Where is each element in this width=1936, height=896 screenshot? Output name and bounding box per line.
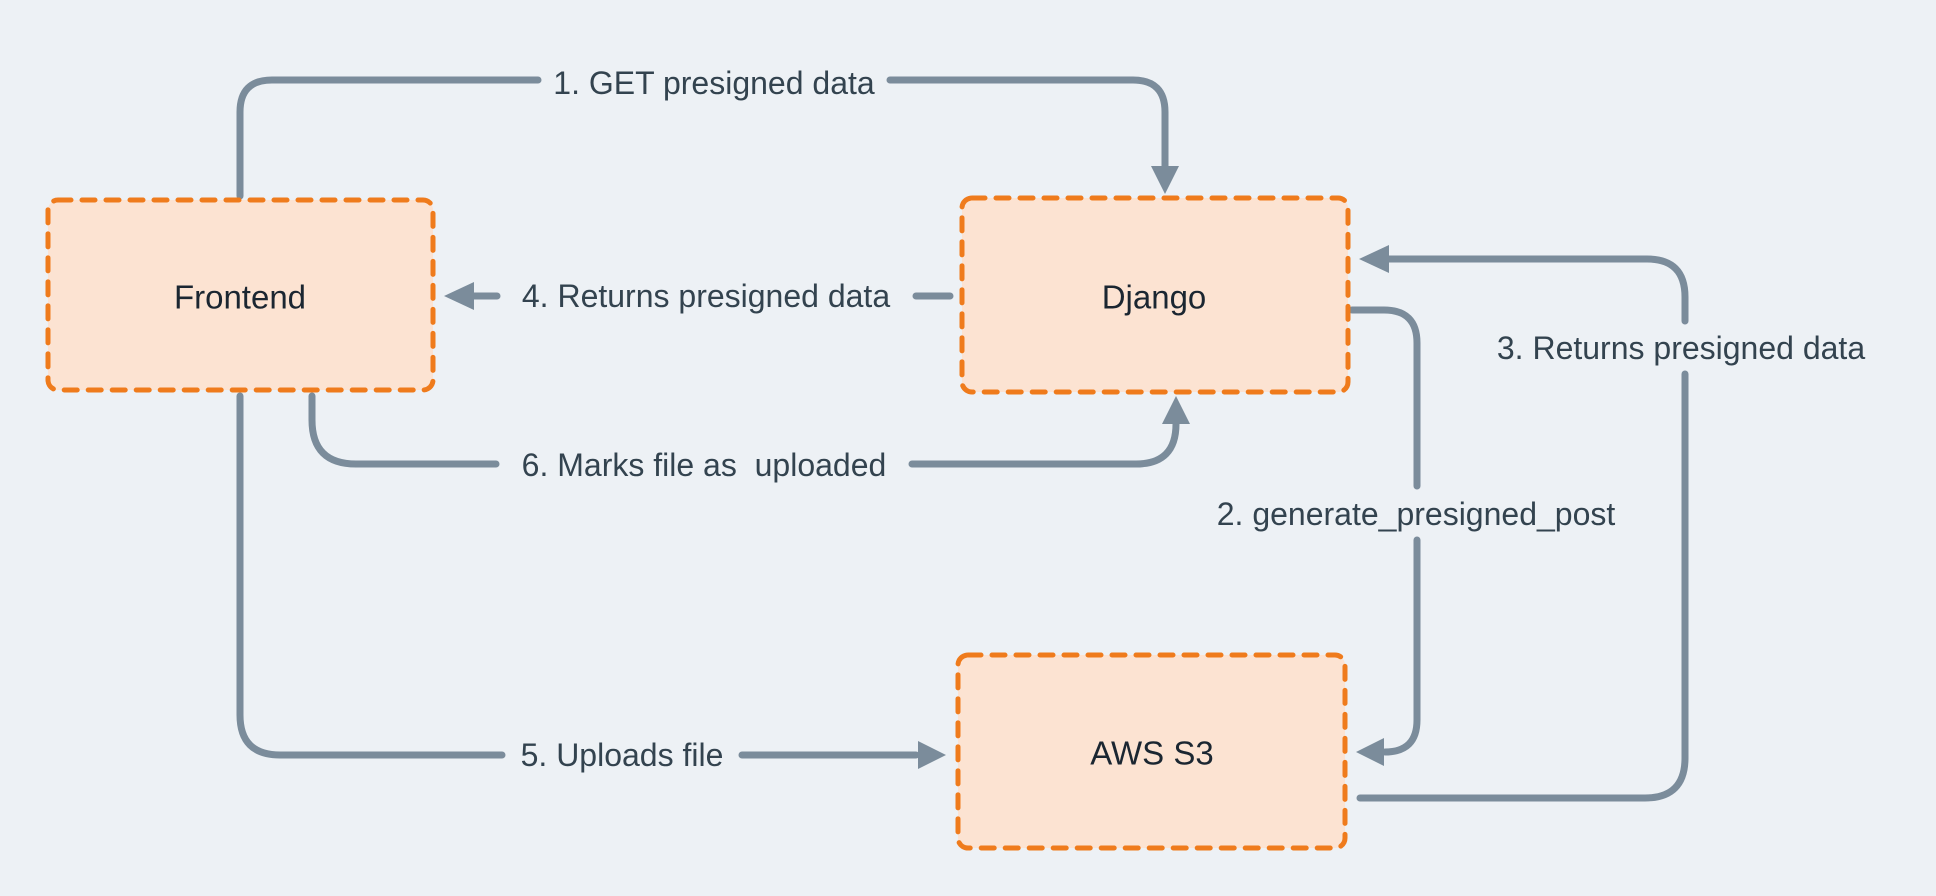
edge-step-3-segment-top <box>1384 255 1689 325</box>
edge-step-6-segment-left <box>308 392 500 468</box>
edge-step-3-label: 3. Returns presigned data <box>1497 330 1865 366</box>
edge-step-1-arrowhead-down-icon <box>1151 166 1179 194</box>
edge-step-2-label: 2. generate_presigned_post <box>1217 496 1616 532</box>
node-frontend-box <box>45 197 436 393</box>
edge-step-3-arrowhead-left-icon <box>1359 245 1389 273</box>
node-aws-s3-label: AWS S3 <box>1090 735 1213 772</box>
edge-step-6: 6. Marks file as uploaded <box>308 392 1190 483</box>
edge-step-5-arrowhead-right-icon <box>918 741 946 769</box>
node-frontend-label: Frontend <box>174 279 306 316</box>
node-frontend: Frontend <box>45 197 436 393</box>
edge-step-4-arrowhead-left-icon <box>444 282 474 310</box>
node-django: Django <box>959 195 1351 395</box>
edge-step-1: 1. GET presigned data <box>236 65 1179 200</box>
edge-step-2-segment-top <box>1348 306 1421 490</box>
node-aws-s3-box <box>955 652 1348 851</box>
edge-step-5-segment-left <box>236 392 506 759</box>
edge-step-1-segment-left <box>236 76 542 200</box>
edge-step-4-label: 4. Returns presigned data <box>522 278 890 314</box>
edge-step-5-label: 5. Uploads file <box>521 737 724 773</box>
edge-step-3: 3. Returns presigned data <box>1356 245 1865 802</box>
edge-step-5: 5. Uploads file <box>236 392 946 773</box>
edge-step-6-segment-right <box>908 419 1180 468</box>
edge-step-2-segment-bottom <box>1381 536 1421 756</box>
node-django-box <box>959 195 1351 395</box>
edge-step-1-label: 1. GET presigned data <box>553 65 875 101</box>
edge-step-1-segment-right <box>886 76 1169 170</box>
node-django-label: Django <box>1102 279 1207 316</box>
edge-step-2: 2. generate_presigned_post <box>1217 306 1616 766</box>
node-aws-s3: AWS S3 <box>955 652 1348 851</box>
edge-step-3-segment-bottom <box>1356 370 1689 802</box>
edge-step-6-arrowhead-up-icon <box>1162 396 1190 424</box>
edge-step-2-arrowhead-left-icon <box>1356 738 1384 766</box>
edge-step-4: 4. Returns presigned data <box>444 278 954 314</box>
edge-step-6-label: 6. Marks file as uploaded <box>522 447 887 483</box>
